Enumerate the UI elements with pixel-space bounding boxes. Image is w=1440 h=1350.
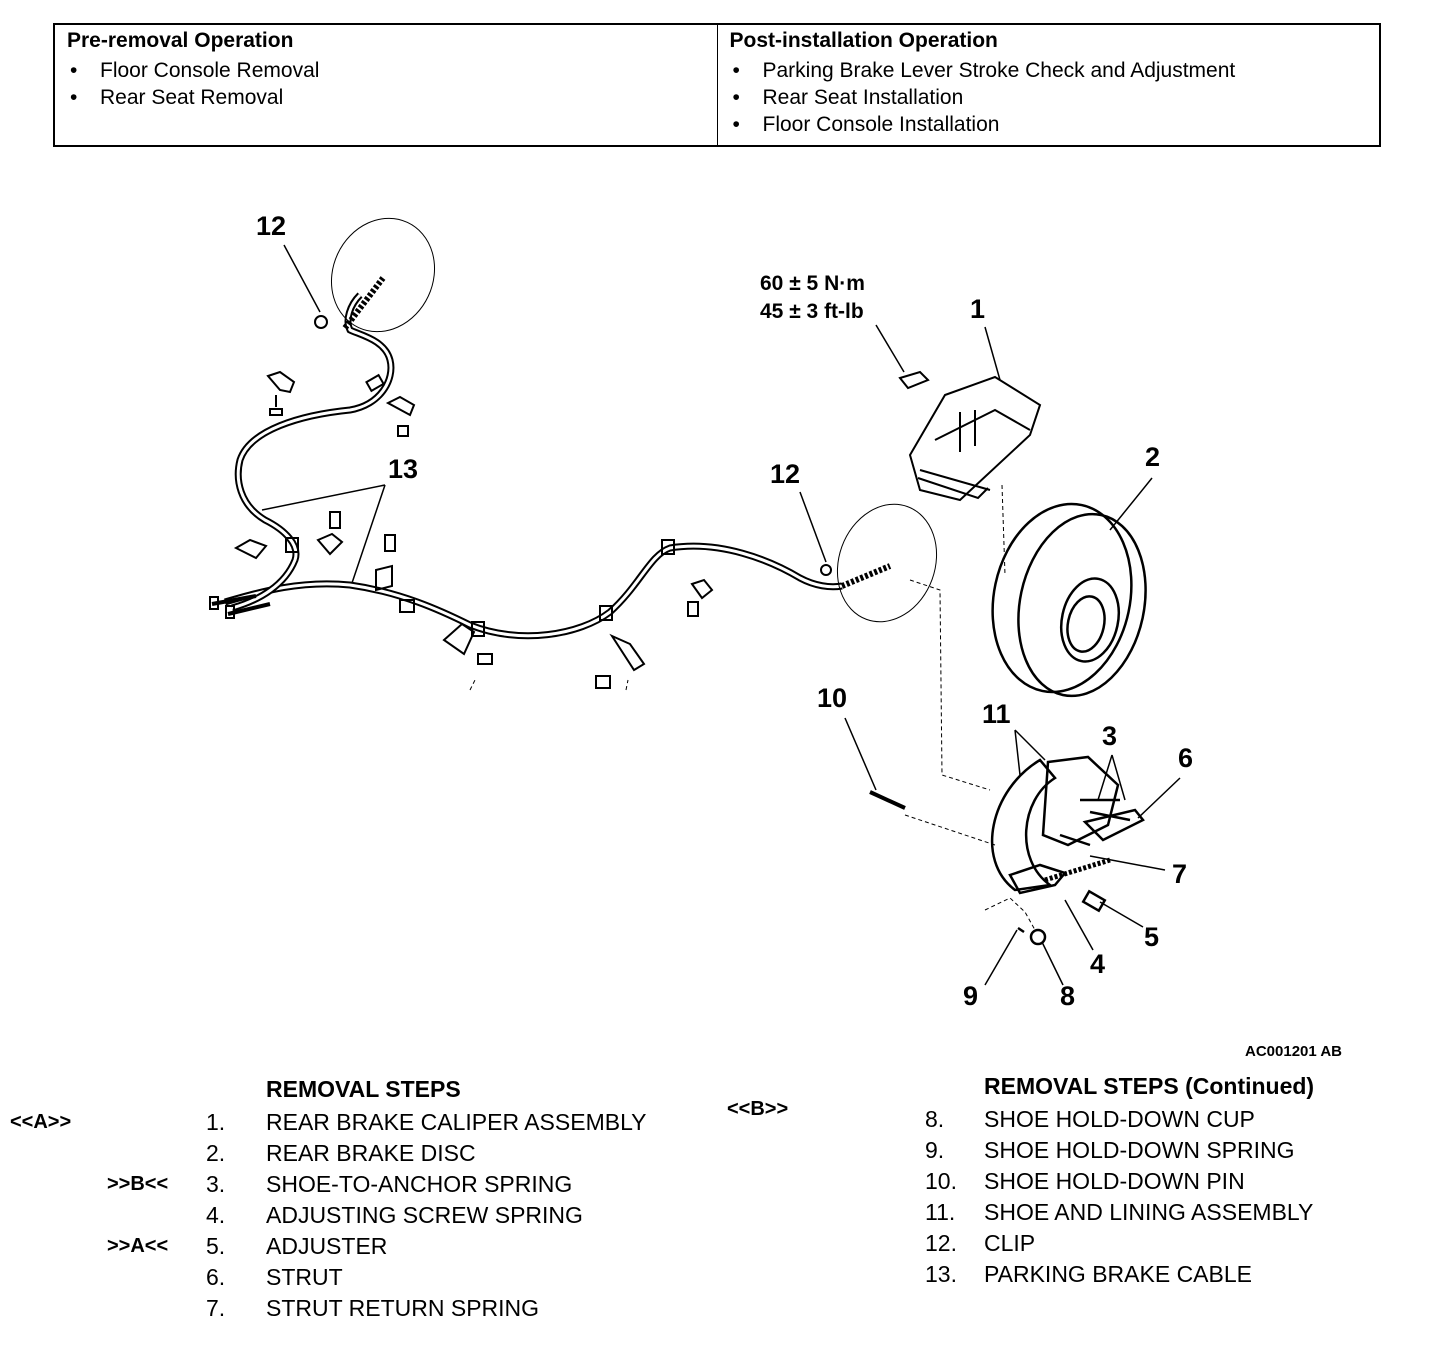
pre-removal-list: Floor Console Removal Rear Seat Removal [67, 57, 705, 111]
rear-brake-caliper [898, 370, 1042, 502]
callout-5: 5 [1144, 922, 1159, 952]
list-item: <<A>>1.REAR BRAKE CALIPER ASSEMBLY [10, 1109, 647, 1135]
cable-brackets [233, 315, 832, 689]
pre-removal-column: Pre-removal Operation Floor Console Remo… [55, 25, 717, 145]
callout-11: 11 [982, 699, 1011, 729]
callout-6: 6 [1178, 743, 1193, 773]
list-item: 13.PARKING BRAKE CABLE [925, 1261, 1252, 1287]
list-item: 10.SHOE HOLD-DOWN PIN [925, 1168, 1245, 1194]
list-item: 4.ADJUSTING SCREW SPRING [206, 1202, 583, 1228]
rear-brake-disc [991, 502, 1147, 698]
parking-brake-diagram: 12 13 12 1 2 10 11 3 6 7 5 4 8 9 60 ± 5 … [209, 211, 1193, 1011]
list-item: Floor Console Installation [733, 111, 1368, 138]
callout-2: 2 [1145, 442, 1160, 472]
operations-table: Pre-removal Operation Floor Console Remo… [53, 23, 1381, 147]
callout-12a: 12 [256, 211, 286, 241]
brake-shoe-assembly [869, 755, 1145, 946]
post-installation-title: Post-installation Operation [729, 29, 998, 52]
callout-13: 13 [388, 454, 418, 484]
post-installation-list: Parking Brake Lever Stroke Check and Adj… [730, 57, 1368, 138]
list-item: 6.STRUT [206, 1264, 343, 1290]
parking-brake-cable [209, 276, 892, 640]
callout-3: 3 [1102, 721, 1117, 751]
list-item: Rear Seat Installation [733, 84, 1368, 111]
list-item: 12.CLIP [925, 1230, 1036, 1256]
list-item: 2.REAR BRAKE DISC [206, 1140, 476, 1166]
list-item: 11.SHOE AND LINING ASSEMBLY [925, 1199, 1314, 1225]
list-item: 7.STRUT RETURN SPRING [206, 1295, 540, 1321]
removal-steps-title: REMOVAL STEPS [266, 1076, 461, 1102]
list-item: Parking Brake Lever Stroke Check and Adj… [733, 57, 1368, 84]
torque-ftlb: 45 ± 3 ft-lb [760, 300, 864, 323]
removal-steps-left: <<A>>1.REAR BRAKE CALIPER ASSEMBLY 2.REA… [0, 1107, 720, 1324]
callout-1: 1 [970, 294, 985, 324]
callout-12b: 12 [770, 459, 800, 489]
leader-lines [261, 244, 1181, 986]
list-item: Rear Seat Removal [70, 84, 705, 111]
callout-8: 8 [1060, 981, 1075, 1011]
removal-steps-right: <<B>>8.SHOE HOLD-DOWN CUP 9.SHOE HOLD-DO… [720, 1098, 1440, 1290]
callout-7: 7 [1172, 859, 1187, 889]
callout-9: 9 [963, 981, 978, 1011]
callout-10: 10 [817, 683, 847, 713]
pre-removal-title: Pre-removal Operation [67, 29, 294, 52]
list-item: Floor Console Removal [70, 57, 705, 84]
detail-ellipse [330, 217, 436, 333]
torque-nm: 60 ± 5 N·m [760, 272, 865, 295]
list-item: >>B<<3.SHOE-TO-ANCHOR SPRING [107, 1171, 573, 1197]
list-item: >>A<<5.ADJUSTER [107, 1233, 388, 1259]
callout-4: 4 [1090, 949, 1105, 979]
list-item: 9.SHOE HOLD-DOWN SPRING [925, 1137, 1295, 1163]
list-item: <<B>>8.SHOE HOLD-DOWN CUP [727, 1098, 1255, 1132]
guide-lines [469, 484, 1036, 931]
diagram-code: AC001201 AB [1245, 1043, 1342, 1060]
post-installation-column: Post-installation Operation Parking Brak… [716, 25, 1380, 145]
detail-ellipse [836, 503, 938, 623]
removal-steps-continued-title: REMOVAL STEPS (Continued) [984, 1073, 1315, 1099]
